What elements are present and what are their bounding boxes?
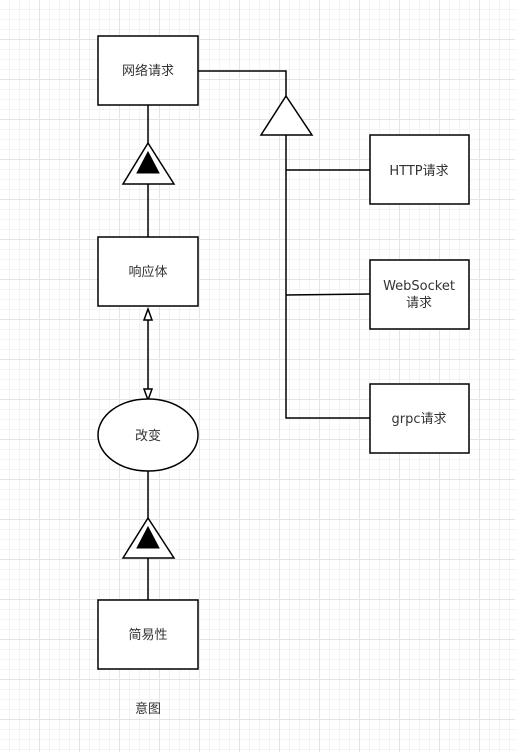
generalization-triangle [259,94,314,136]
node-change-label: 改变 [135,428,161,444]
node-response-body[interactable]: 响应体 [97,236,199,307]
arrow-head-up-icon [142,306,154,321]
arrow-head-down-icon [142,388,154,403]
diagram-caption: 意图 [135,701,161,717]
node-network-request-label: 网络请求 [122,63,174,79]
node-response-body-label: 响应体 [128,264,167,280]
association-triangle-lower-fill [136,525,160,549]
node-http-request-label: HTTP请求 [389,164,448,179]
node-websocket-request[interactable]: WebSocket 请求 [369,259,470,330]
node-websocket-label-line2: 请求 [406,296,432,311]
node-grpc-request-label: grpc请求 [392,412,447,427]
association-triangle-upper-fill [136,150,160,174]
node-simplicity-label: 简易性 [128,627,167,643]
node-grpc-request[interactable]: grpc请求 [369,383,470,454]
branch-websocket [285,293,371,296]
node-websocket-label-line1: WebSocket [383,279,455,294]
node-http-request[interactable]: HTTP请求 [369,134,470,205]
node-network-request[interactable]: 网络请求 [97,35,199,106]
tree-trunk [285,135,370,419]
node-simplicity[interactable]: 简易性 [97,599,199,670]
node-change[interactable]: 改变 [97,398,199,472]
connector-network-to-tree [197,70,287,96]
